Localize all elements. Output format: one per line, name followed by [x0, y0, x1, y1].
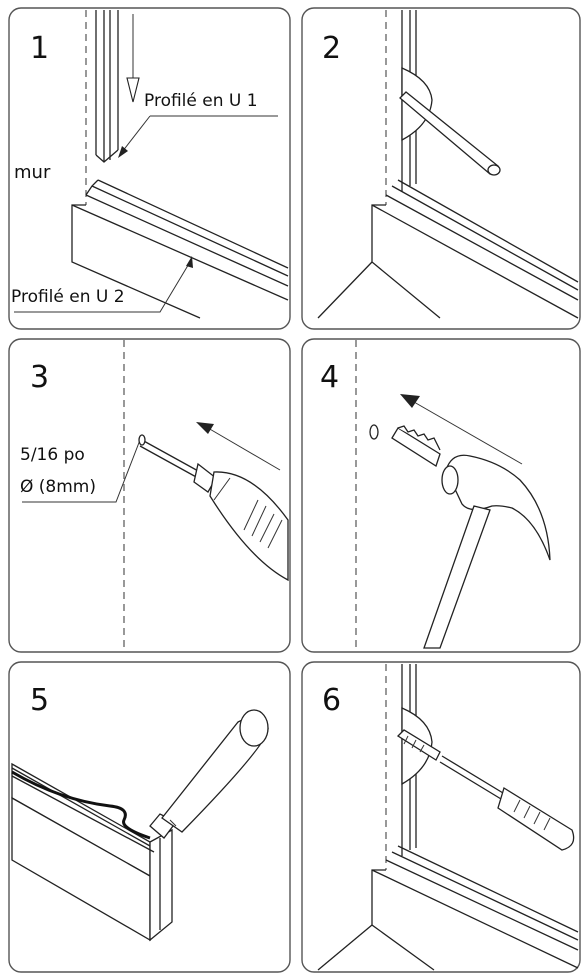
label-drill-size: 5/16 po	[20, 445, 85, 465]
sill	[71, 179, 289, 319]
panel-3-number: 3	[30, 360, 49, 395]
panel-2-number: 2	[322, 31, 341, 66]
panel-6-frame	[301, 661, 581, 973]
panel-3-frame	[8, 338, 291, 653]
screw-icon	[396, 729, 441, 761]
u-profile-1	[95, 10, 119, 163]
panel-1-frame	[8, 7, 291, 330]
panel-5: 5	[8, 661, 291, 973]
screwdriver-icon	[439, 755, 575, 851]
sill	[317, 845, 579, 971]
leader-profile-2	[14, 261, 191, 313]
sill	[317, 179, 579, 319]
label-drill-size-mm: Ø (8mm)	[20, 477, 96, 497]
panel-6-number: 6	[322, 683, 341, 718]
panel-1: 1 Profilé en U 1 mur	[8, 7, 291, 330]
label-profile-1: Profilé en U 1	[144, 91, 258, 111]
panel-1-number: 1	[30, 31, 49, 66]
panel-2: 2	[301, 7, 581, 330]
label-profile-2: Profilé en U 2	[11, 287, 125, 307]
panel-5-number: 5	[30, 683, 49, 718]
leader-drill-size	[22, 439, 141, 503]
silicone-tube-icon	[149, 709, 269, 839]
panel-2-frame	[301, 7, 581, 330]
drill-icon	[138, 434, 289, 582]
down-arrow	[126, 14, 140, 103]
panel-5-frame	[8, 661, 291, 973]
panel-4-number: 4	[320, 360, 339, 395]
panel-4-frame	[301, 338, 581, 653]
pencil	[399, 91, 501, 176]
direction-arrow	[196, 422, 281, 471]
panel-6: 6	[301, 661, 581, 973]
silicone-bead	[11, 770, 151, 840]
wall-plug	[391, 425, 441, 467]
u-profile	[11, 762, 173, 942]
direction-arrow	[400, 394, 523, 465]
panel-4: 4	[301, 338, 581, 653]
hammer-icon	[423, 454, 551, 649]
panel-3: 3 5/16 po Ø (8mm)	[8, 338, 291, 653]
label-wall: mur	[14, 162, 51, 183]
drill-hole	[369, 424, 379, 440]
